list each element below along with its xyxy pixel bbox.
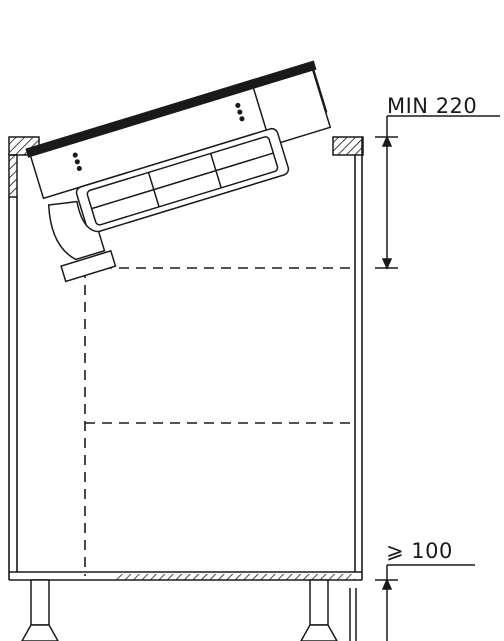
plinth-clearance-label: ⩾ 100 [386, 539, 453, 563]
min-clearance-label: MIN 220 [387, 94, 478, 118]
worktop-right [332, 136, 364, 156]
cabinet-leg-left [21, 579, 59, 641]
hob-unit [25, 60, 332, 283]
drawer-outline [84, 267, 355, 576]
cabinet-floor [115, 574, 355, 580]
cabinet-leg-right [300, 579, 338, 641]
top-dimension [375, 115, 500, 270]
bottom-dimension [375, 564, 475, 641]
